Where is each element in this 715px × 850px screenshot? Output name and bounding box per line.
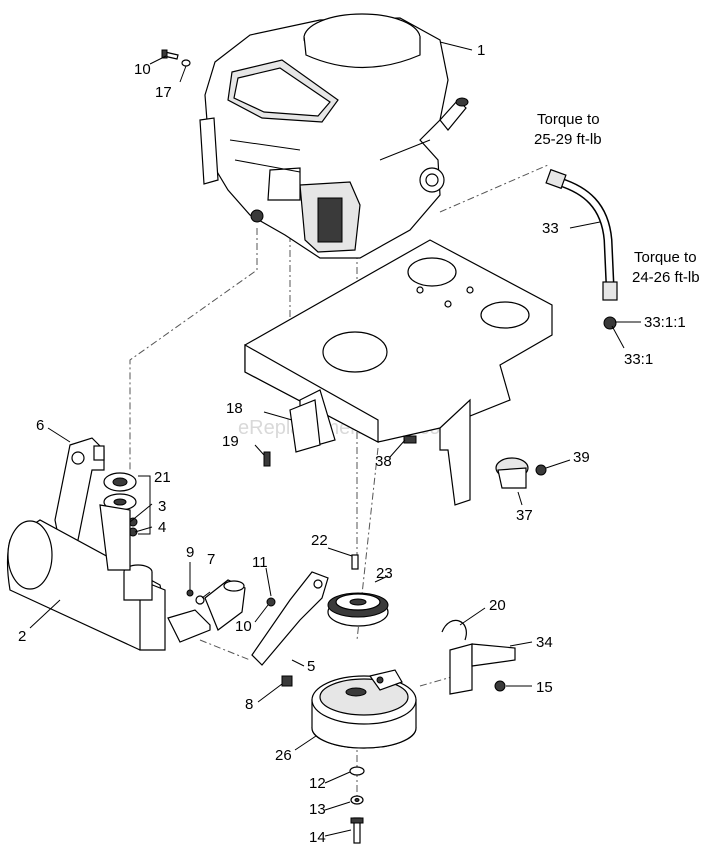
callout-21: 21: [154, 469, 171, 486]
callout-4: 4: [158, 519, 166, 536]
torque-note-2-line1: Torque to: [634, 249, 697, 266]
callout-9: 9: [186, 544, 194, 561]
torque-note-1-line2: 25-29 ft-lb: [534, 131, 602, 148]
callout-10b: 10: [235, 618, 252, 635]
callout-8: 8: [245, 696, 253, 713]
torque-note-2-line2: 24-26 ft-lb: [632, 269, 700, 286]
callout-10: 10: [134, 61, 151, 78]
callout-39: 39: [573, 449, 590, 466]
hydraulic-hose: [545, 168, 618, 330]
callout-3: 3: [158, 498, 166, 515]
muffler-bracket-group: [251, 571, 329, 687]
leader-lines: [29, 41, 641, 837]
callout-33: 33: [542, 220, 559, 237]
callout-26: 26: [275, 747, 292, 764]
callout-37: 37: [516, 507, 533, 524]
callout-11: 11: [252, 554, 268, 571]
callout-20: 20: [489, 597, 506, 614]
right-fastener-group: [403, 435, 547, 489]
engine-assembly: [199, 13, 469, 259]
callout-6: 6: [36, 417, 44, 434]
callout-22: 22: [311, 532, 328, 549]
callout-34: 34: [536, 634, 553, 651]
clutch-stop-group: [441, 619, 516, 695]
pulley-group: [327, 554, 389, 627]
callout-7: 7: [207, 551, 215, 568]
callout-5: 5: [307, 658, 315, 675]
clutch-assembly: [311, 669, 417, 749]
callout-14: 14: [309, 829, 326, 846]
torque-note-1-line1: Torque to: [537, 111, 600, 128]
callout-17: 17: [155, 84, 172, 101]
callout-13: 13: [309, 801, 326, 818]
callout-15: 15: [536, 679, 553, 696]
callout-33-1: 33:1: [624, 351, 653, 368]
callout-18: 18: [226, 400, 243, 417]
engine-bolt-group: [161, 49, 191, 67]
muffler-group: [6, 437, 246, 651]
callout-33-1-1: 33:1:1: [644, 314, 686, 331]
callout-2: 2: [18, 628, 26, 645]
callout-12: 12: [309, 775, 326, 792]
callout-19: 19: [222, 433, 239, 450]
clutch-fasteners: [349, 766, 365, 844]
callout-1: 1: [477, 42, 485, 59]
mounting-plate: [244, 239, 553, 506]
left-bracket-group: [263, 399, 321, 467]
callout-23: 23: [376, 565, 393, 582]
callout-38: 38: [375, 453, 392, 470]
